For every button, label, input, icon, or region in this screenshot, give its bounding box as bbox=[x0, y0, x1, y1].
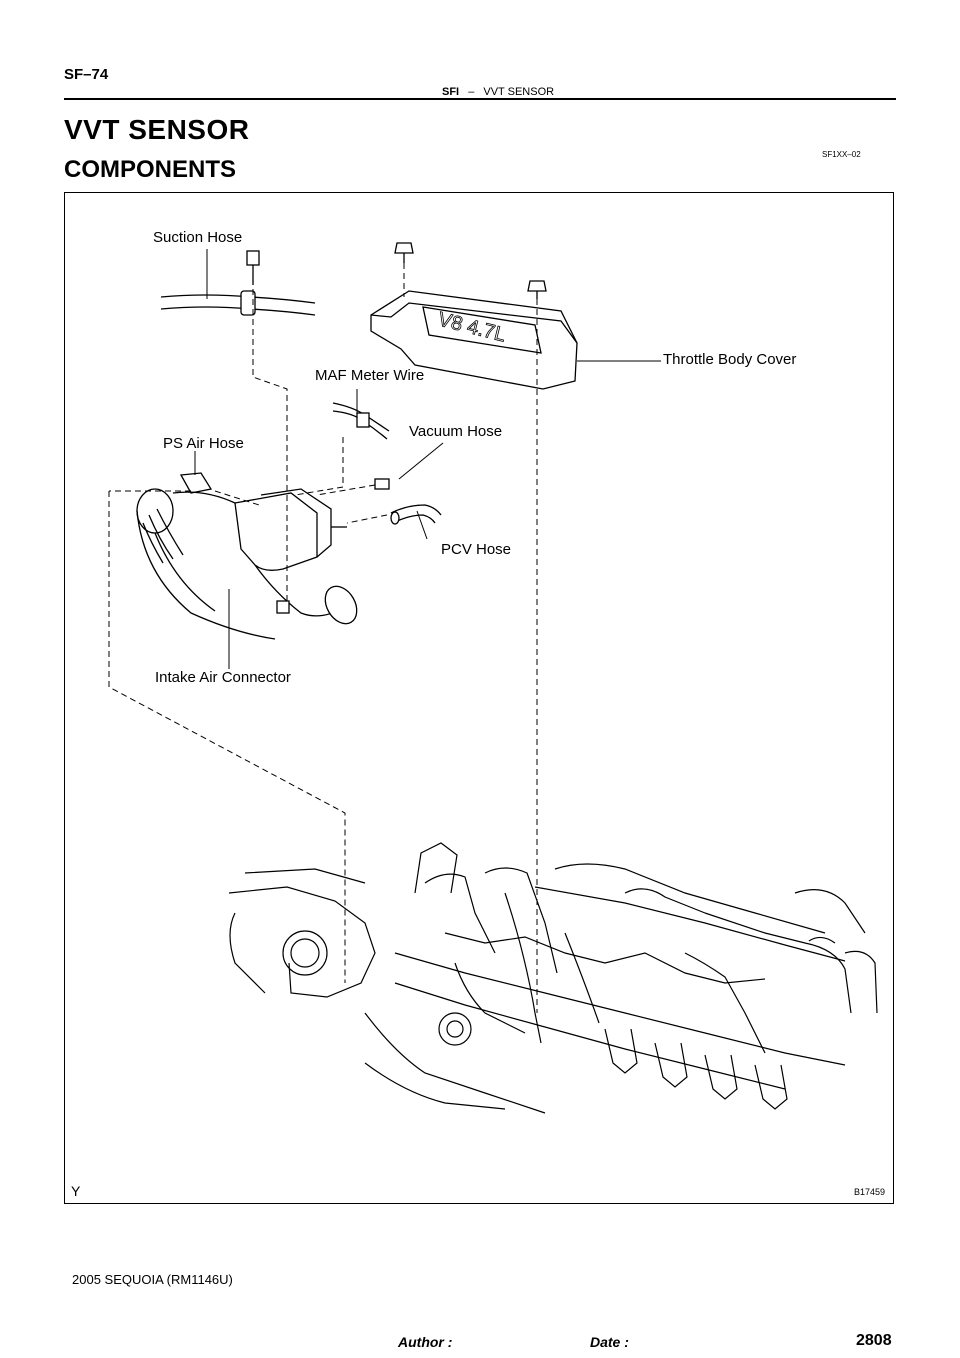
pcv-hose-drawing bbox=[390, 504, 442, 525]
maf-meter-wire-drawing bbox=[332, 402, 390, 440]
author-label: Author : bbox=[398, 1334, 453, 1350]
header-rule bbox=[64, 98, 896, 100]
section-heading: COMPONENTS bbox=[64, 156, 237, 183]
running-header: SFI – VVT SENSOR bbox=[442, 86, 554, 98]
label-throttle-body-cover: Throttle Body Cover bbox=[663, 351, 797, 368]
vacuum-hose-drawing bbox=[374, 478, 390, 490]
components-figure: V8 4.7L bbox=[64, 192, 894, 1204]
cover-bolt-right bbox=[527, 280, 547, 299]
label-ps-air-hose: PS Air Hose bbox=[163, 435, 244, 452]
section-topic: VVT SENSOR bbox=[483, 86, 555, 98]
vehicle-model: 2005 SEQUOIA (RM1146U) bbox=[72, 1272, 233, 1287]
header-separator: – bbox=[468, 86, 475, 98]
document-code: SF1XX–02 bbox=[822, 150, 861, 159]
figure-id: B17459 bbox=[853, 1187, 885, 1197]
leader-lines bbox=[194, 249, 661, 669]
engine-assembly-drawing bbox=[228, 842, 878, 1114]
label-maf-meter-wire: MAF Meter Wire bbox=[315, 367, 425, 384]
intake-air-connector-drawing bbox=[136, 488, 358, 640]
throttle-body-cover-drawing: V8 4.7L bbox=[370, 290, 578, 390]
figure-corner-mark: Y bbox=[71, 1183, 81, 1199]
ps-air-hose-drawing bbox=[179, 472, 213, 494]
label-pcv-hose: PCV Hose bbox=[441, 541, 512, 558]
label-suction-hose: Suction Hose bbox=[153, 229, 243, 246]
page-total-number: 2808 bbox=[856, 1332, 892, 1349]
assembly-guide-lines bbox=[108, 263, 538, 1013]
cover-bolt-left bbox=[394, 242, 414, 263]
suction-hose-drawing bbox=[160, 250, 316, 316]
label-intake-air-connector: Intake Air Connector bbox=[155, 669, 291, 686]
page-number: SF–74 bbox=[64, 66, 109, 83]
components-illustration: V8 4.7L bbox=[108, 242, 878, 1114]
date-label: Date : bbox=[590, 1334, 629, 1350]
label-vacuum-hose: Vacuum Hose bbox=[409, 423, 503, 440]
page-title: VVT SENSOR bbox=[64, 114, 250, 145]
section-abbreviation: SFI bbox=[442, 86, 460, 98]
